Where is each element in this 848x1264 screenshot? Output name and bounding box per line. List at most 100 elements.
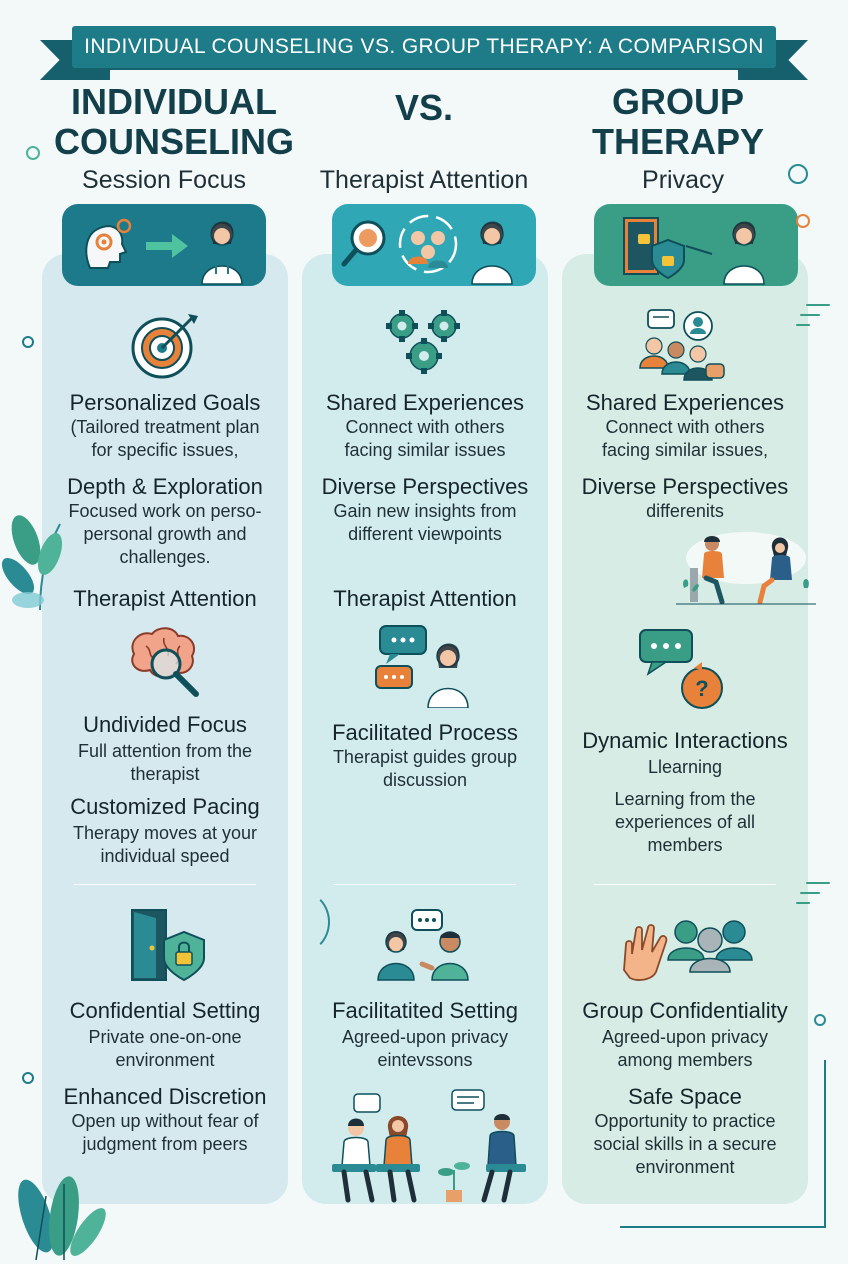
privacy-shared-experiences-title: Shared Experiences xyxy=(585,390,785,415)
decor-ring xyxy=(796,214,810,228)
facilitated-setting-desc: Agreed-upon privacy eintevssons xyxy=(302,1026,548,1072)
individual-counseling-heading: INDIVIDUAL COUNSELING xyxy=(44,82,304,162)
privacy-shared-experiences-desc: Connect with others facing similar issue… xyxy=(562,416,808,462)
personalized-goals-desc: (Tailored treatment plan for specific is… xyxy=(42,416,288,462)
group-divider xyxy=(334,884,516,885)
therapist-attention-bubble xyxy=(332,204,536,286)
group-diverse-perspectives-desc-line1: Gain new insights from xyxy=(333,501,517,521)
confidential-setting-desc: Private one-on-one environment xyxy=(42,1026,288,1072)
group-shared-experiences-title: Shared Experiences xyxy=(325,390,525,415)
individual-divider xyxy=(74,884,256,885)
depth-exploration-desc: Focused work on perso- personal growth a… xyxy=(42,500,288,569)
group-shared-experiences-desc-line1: Connect with others xyxy=(345,417,505,437)
safe-space-title: Safe Space xyxy=(628,1084,742,1109)
facilitated-process-title: Facilitated Process xyxy=(332,720,518,745)
enhanced-discretion-desc: Open up without fear of judgment from pe… xyxy=(42,1110,288,1156)
target-icon xyxy=(131,314,198,379)
undivided-focus-desc-line2: therapist xyxy=(130,764,200,784)
depth-exploration-desc-line3: challenges. xyxy=(119,547,211,567)
two-people-chat-icon xyxy=(377,909,469,981)
category-session-focus: Session Focus xyxy=(82,166,246,194)
safe-space-desc-line1: Opportunity to practice xyxy=(594,1111,776,1131)
decor-ring xyxy=(26,146,40,160)
group-shared-experiences-desc-line2: facing similar issues xyxy=(344,440,506,460)
privacy-shared-experiences-desc-line2: facing similar issues, xyxy=(601,440,769,460)
privacy-diverse-perspectives-desc-line1: differenits xyxy=(646,501,724,521)
privacy-divider xyxy=(594,884,776,885)
personalized-goals-desc-line1: (Tailored treatment plan xyxy=(70,417,260,437)
dynamic-interactions-desc-line3: members xyxy=(647,835,723,855)
decor-ring xyxy=(814,1014,826,1026)
group-session-icon xyxy=(332,1089,526,1203)
depth-exploration-desc-line2: personal growth and xyxy=(83,524,247,544)
privacy-bubble xyxy=(594,204,798,286)
personalized-goals-desc-line2: for specific issues, xyxy=(91,440,239,460)
customized-pacing-desc-line2: individual speed xyxy=(100,846,230,866)
undivided-focus-title: Undivided Focus xyxy=(83,712,247,737)
category-therapist-attention: Therapist Attention xyxy=(319,166,529,194)
door-shield-icon xyxy=(623,217,765,285)
depth-exploration-title: Depth & Exploration xyxy=(67,474,263,499)
group-section-heading: Therapist Attention xyxy=(333,586,517,611)
customized-pacing-desc: Therapy moves at your individual speed xyxy=(42,822,288,868)
dynamic-interactions-desc-line2: experiences of all xyxy=(614,812,756,832)
dynamic-interactions-subtitle: Llearning xyxy=(647,757,723,777)
safe-space-desc-line3: environment xyxy=(635,1157,735,1177)
page-title: INDIVIDUAL COUNSELING VS. GROUP THERAPY:… xyxy=(84,35,764,58)
open-door-shield-icon xyxy=(131,909,205,982)
facilitated-process-desc: Therapist guides group discussion xyxy=(302,746,548,792)
chat-therapist-icon xyxy=(375,625,469,708)
decor-ring xyxy=(22,336,34,348)
group-diverse-perspectives-desc-line2: different viewpoints xyxy=(348,524,502,544)
group-column xyxy=(302,254,548,1204)
safe-space-desc: Opportunity to practice social skills in… xyxy=(562,1110,808,1179)
question-chat-icon: ? xyxy=(639,629,723,709)
enhanced-discretion-desc-line1: Open up without fear of xyxy=(71,1111,259,1131)
leaf-icon xyxy=(1,515,63,611)
hand-group-icon xyxy=(623,920,753,981)
privacy-shared-experiences-desc-line1: Connect with others xyxy=(605,417,765,437)
brain-magnifier-icon xyxy=(131,627,199,697)
group-confidentiality-title: Group Confidentiality xyxy=(582,998,788,1023)
group-confidentiality-desc-line1: Agreed-upon privacy xyxy=(601,1027,769,1047)
session-focus-bubble xyxy=(62,204,266,286)
decor-dash xyxy=(796,902,810,904)
facilitated-process-desc-line1: Therapist guides group xyxy=(332,747,518,767)
chat-people-icon xyxy=(639,309,725,381)
group-shared-experiences-desc: Connect with others facing similar issue… xyxy=(302,416,548,462)
depth-exploration-desc-line1: Focused work on perso- xyxy=(68,501,262,521)
individual-heading-line2: COUNSELING xyxy=(53,121,294,162)
group-therapy-heading: GROUP THERAPY xyxy=(560,82,796,162)
privacy-column xyxy=(562,254,808,1204)
svg-text:?: ? xyxy=(695,676,708,701)
head-gears-icon xyxy=(85,218,243,285)
category-privacy: Privacy xyxy=(642,166,724,194)
decor-dash xyxy=(796,324,810,326)
undivided-focus-desc-line1: Full attention from the xyxy=(77,741,253,761)
undivided-focus-desc: Full attention from the therapist xyxy=(42,740,288,786)
facilitated-setting-title: Facilitatited Setting xyxy=(332,998,518,1023)
dynamic-interactions-desc-line1: Learning from the xyxy=(614,789,756,809)
decor-arc xyxy=(270,890,330,954)
privacy-diverse-perspectives-title: Diverse Perspectives xyxy=(581,474,789,499)
safe-space-desc-line2: social skills in a secure xyxy=(593,1134,777,1154)
gears-icon xyxy=(386,310,460,374)
individual-column xyxy=(42,254,288,1204)
decor-ring xyxy=(22,1072,34,1084)
enhanced-discretion-title: Enhanced Discretion xyxy=(63,1084,267,1109)
facilitated-setting-desc-line1: Agreed-upon privacy xyxy=(341,1027,509,1047)
facilitated-setting-desc-line2: eintevssons xyxy=(377,1050,473,1070)
enhanced-discretion-desc-line2: judgment from peers xyxy=(82,1134,248,1154)
confidential-setting-desc-line1: Private one-on-one xyxy=(88,1027,242,1047)
group-confidentiality-desc-line2: among members xyxy=(617,1050,753,1070)
decor-ring xyxy=(788,164,808,184)
individual-section-heading: Therapist Attention xyxy=(73,586,257,611)
decor-dash xyxy=(806,304,830,306)
counseling-session-icon xyxy=(676,532,816,605)
page-title-banner: INDIVIDUAL COUNSELING VS. GROUP THERAPY:… xyxy=(72,26,776,68)
confidential-setting-title: Confidential Setting xyxy=(69,998,261,1023)
leaf-icon xyxy=(18,1176,106,1261)
decor-dash xyxy=(806,882,830,884)
privacy-diverse-perspectives-desc: differenits xyxy=(562,500,808,523)
vs-heading: VS. xyxy=(394,87,454,128)
